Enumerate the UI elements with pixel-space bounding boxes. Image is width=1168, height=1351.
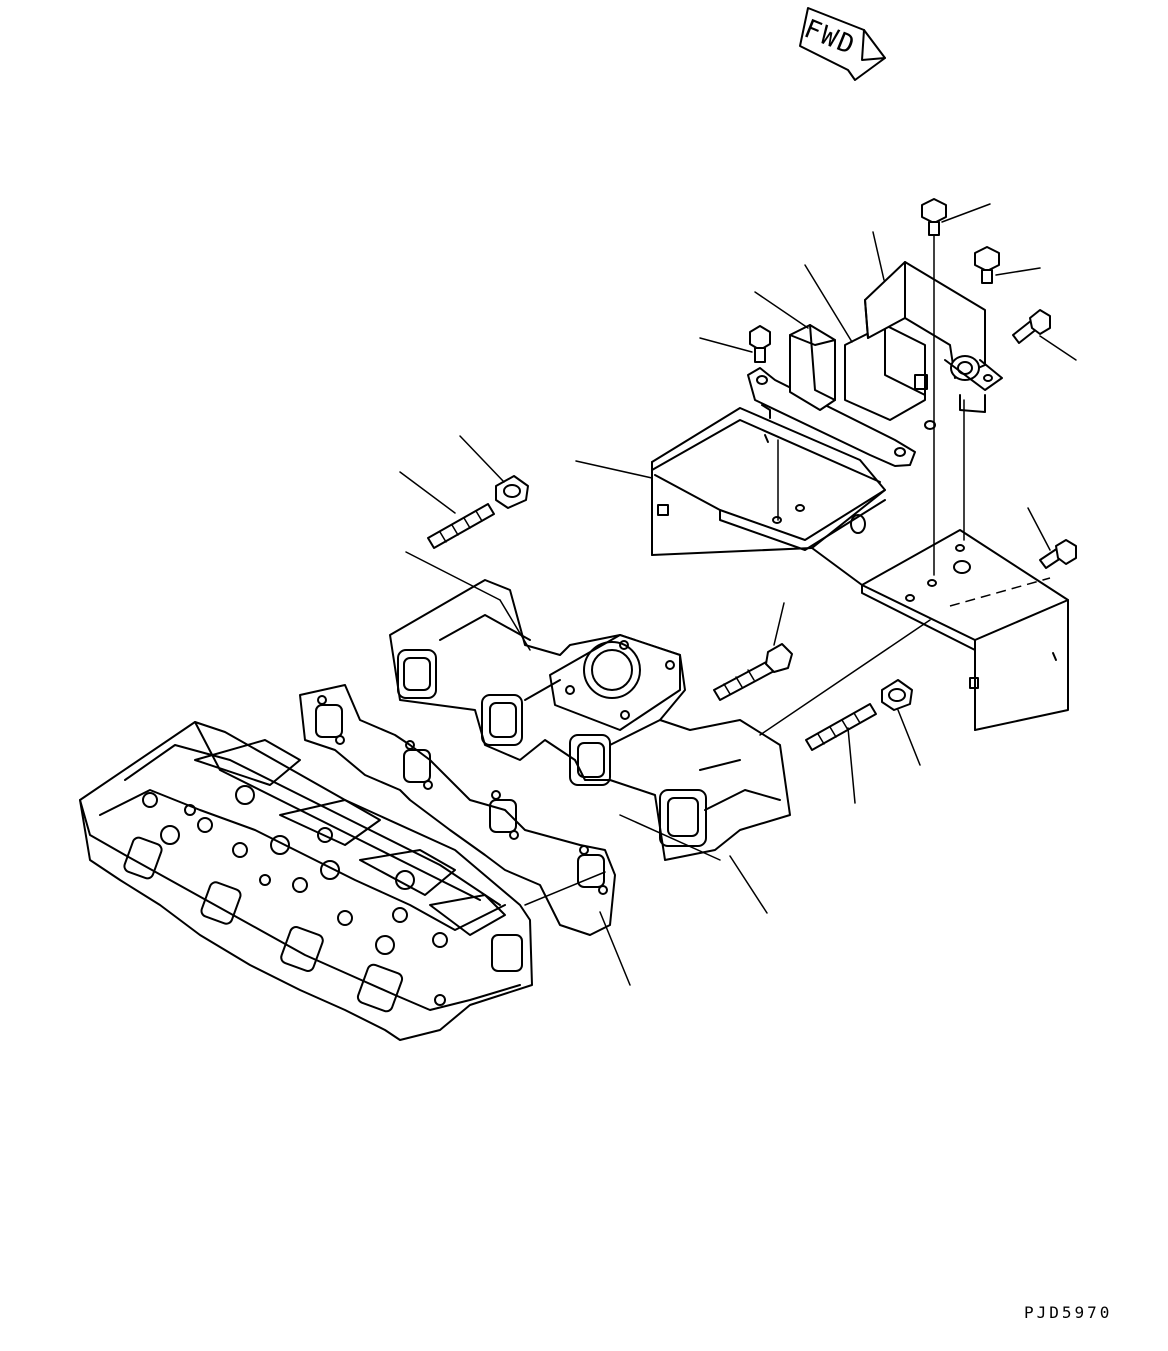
leader-lines [399, 203, 1077, 986]
bolt-left-upper [749, 325, 771, 363]
heat-shield-bracket [651, 407, 1069, 731]
drawing-code-label: PJD5970 [1024, 1303, 1113, 1322]
bracket-upper [864, 261, 1003, 430]
bolt-right-upper [1012, 309, 1051, 344]
stud-bolt-lower [805, 703, 877, 751]
bolt-top-1 [921, 198, 947, 236]
bracket-middle [844, 324, 928, 421]
bracket-small [789, 324, 836, 411]
bolt-top-2 [974, 246, 1000, 284]
exhaust-manifold-gasket [299, 684, 616, 936]
fwd-arrow-badge [799, 7, 886, 81]
flange-nut-upper [495, 475, 529, 509]
cylinder-head [79, 721, 533, 1041]
exhaust-manifold [389, 579, 791, 861]
flange-nut-lower [881, 679, 913, 711]
stud-bolt-upper [427, 503, 495, 549]
bolt-right-lower [1039, 539, 1077, 569]
flange-bolt-center [713, 643, 793, 701]
assembly-lines [405, 235, 1051, 906]
